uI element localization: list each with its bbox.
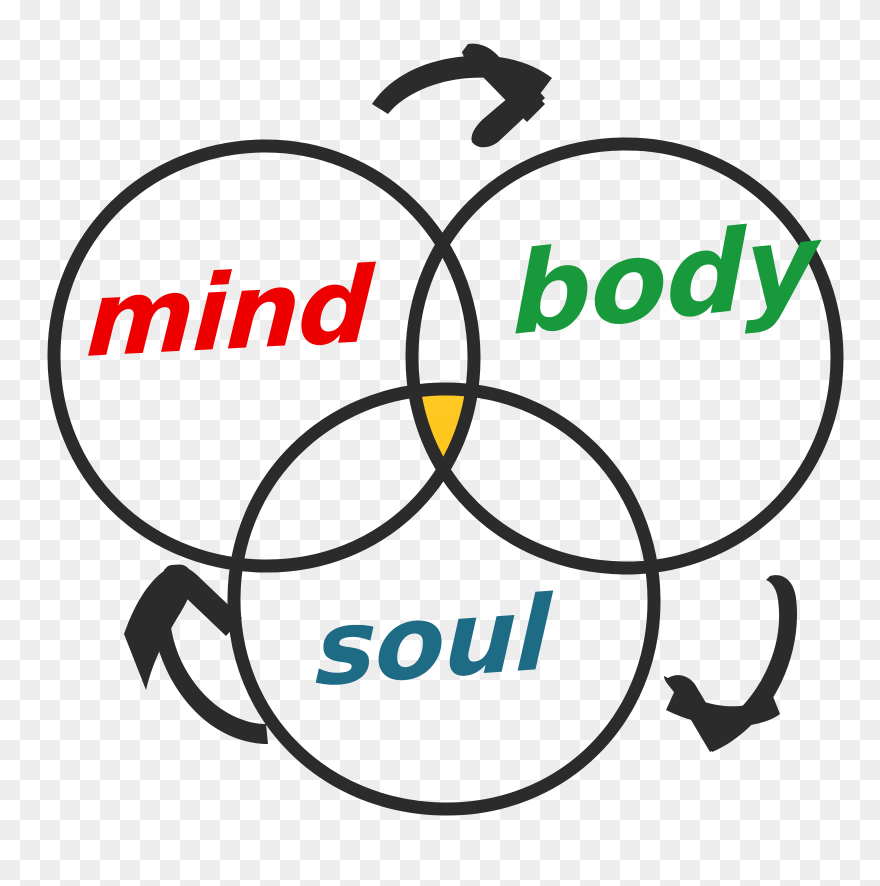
arrow-top-right-icon[interactable]	[372, 43, 552, 148]
label-soul: soul	[313, 574, 552, 711]
arrow-bottom-right-icon[interactable]	[664, 575, 798, 752]
arrow-bottom-left-icon[interactable]	[124, 564, 268, 744]
label-mind: mind	[83, 243, 375, 382]
circle-body[interactable]	[405, 137, 844, 575]
circle-soul[interactable]	[227, 382, 661, 816]
arrow-group	[124, 43, 798, 752]
label-body: body	[512, 198, 817, 362]
